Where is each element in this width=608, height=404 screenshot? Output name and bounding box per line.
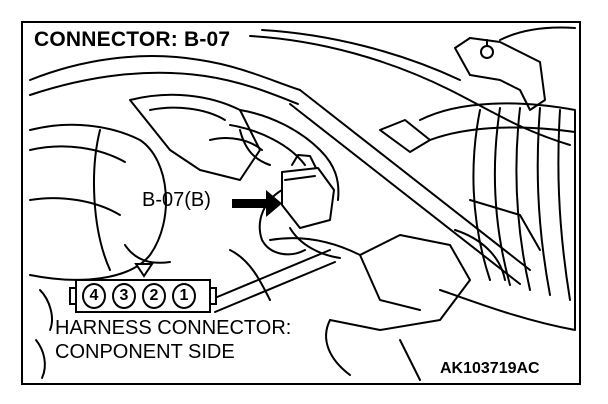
figure-code: AK103719AC — [440, 360, 540, 377]
connector-housing — [281, 167, 335, 229]
cable-top-right — [499, 26, 576, 41]
cable-top-2 — [261, 29, 461, 81]
figure-title: CONNECTOR: B-07 — [34, 28, 231, 51]
shaft — [299, 89, 531, 271]
caption-line-2: CONPONENT SIDE — [55, 341, 235, 363]
cylinder-body — [419, 102, 576, 331]
bolt-top-right — [480, 45, 494, 59]
connector-label: B-07(B) — [142, 189, 211, 211]
lower-housing — [269, 234, 471, 331]
hose-upper-left-2 — [29, 71, 299, 105]
key-indicator — [134, 263, 154, 278]
connector-pin-4: 4 — [82, 283, 106, 309]
connector-pin-2: 2 — [142, 283, 166, 309]
connector-pin-3: 3 — [112, 283, 136, 309]
hose-upper-left — [29, 55, 301, 91]
pipe-lower — [209, 249, 331, 301]
housing-middle — [129, 93, 261, 181]
hose-middle — [239, 109, 340, 201]
caption-line-1: HARNESS CONNECTOR: — [55, 317, 292, 339]
pointer-arrow — [232, 190, 282, 217]
figure-border — [21, 21, 581, 385]
connector-pin-1: 1 — [172, 283, 196, 309]
motor-left — [29, 123, 167, 281]
